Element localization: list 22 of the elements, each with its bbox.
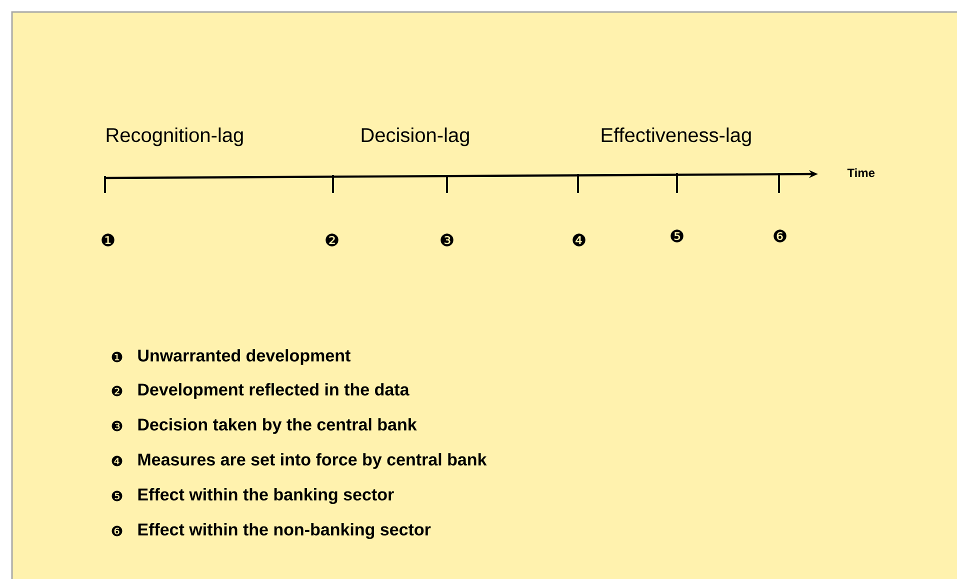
list-item: Unwarranted development — [138, 349, 350, 365]
list-item: Development reflected in the data — [138, 383, 410, 399]
callout-number: ❹ — [572, 234, 586, 246]
list-item: Effect within the banking sector — [138, 488, 394, 504]
callout-number: ❻ — [112, 526, 122, 536]
phase-label: Effectiveness-lag — [602, 128, 751, 146]
callout-number: ❹ — [112, 456, 122, 466]
phase-label: Recognition-lag — [106, 128, 243, 146]
phase-label: Decision-lag — [362, 128, 469, 146]
list-item: Decision taken by the central bank — [138, 418, 417, 434]
list-item: Effect within the non-banking sector — [138, 523, 431, 539]
callout-number: ❸ — [440, 234, 454, 246]
callout-number: ❷ — [112, 386, 122, 396]
callout-number: ❺ — [670, 230, 684, 242]
callout-number: ❺ — [112, 490, 122, 502]
axis-label: Time — [847, 168, 875, 178]
callout-number: ❷ — [326, 234, 338, 246]
callout-number: ❸ — [112, 420, 122, 432]
list-item: Measures are set into force by central bank — [138, 453, 487, 469]
callout-number: ❶ — [112, 352, 122, 362]
callout-number: ❻ — [774, 230, 786, 242]
callout-number: ❶ — [102, 234, 114, 246]
